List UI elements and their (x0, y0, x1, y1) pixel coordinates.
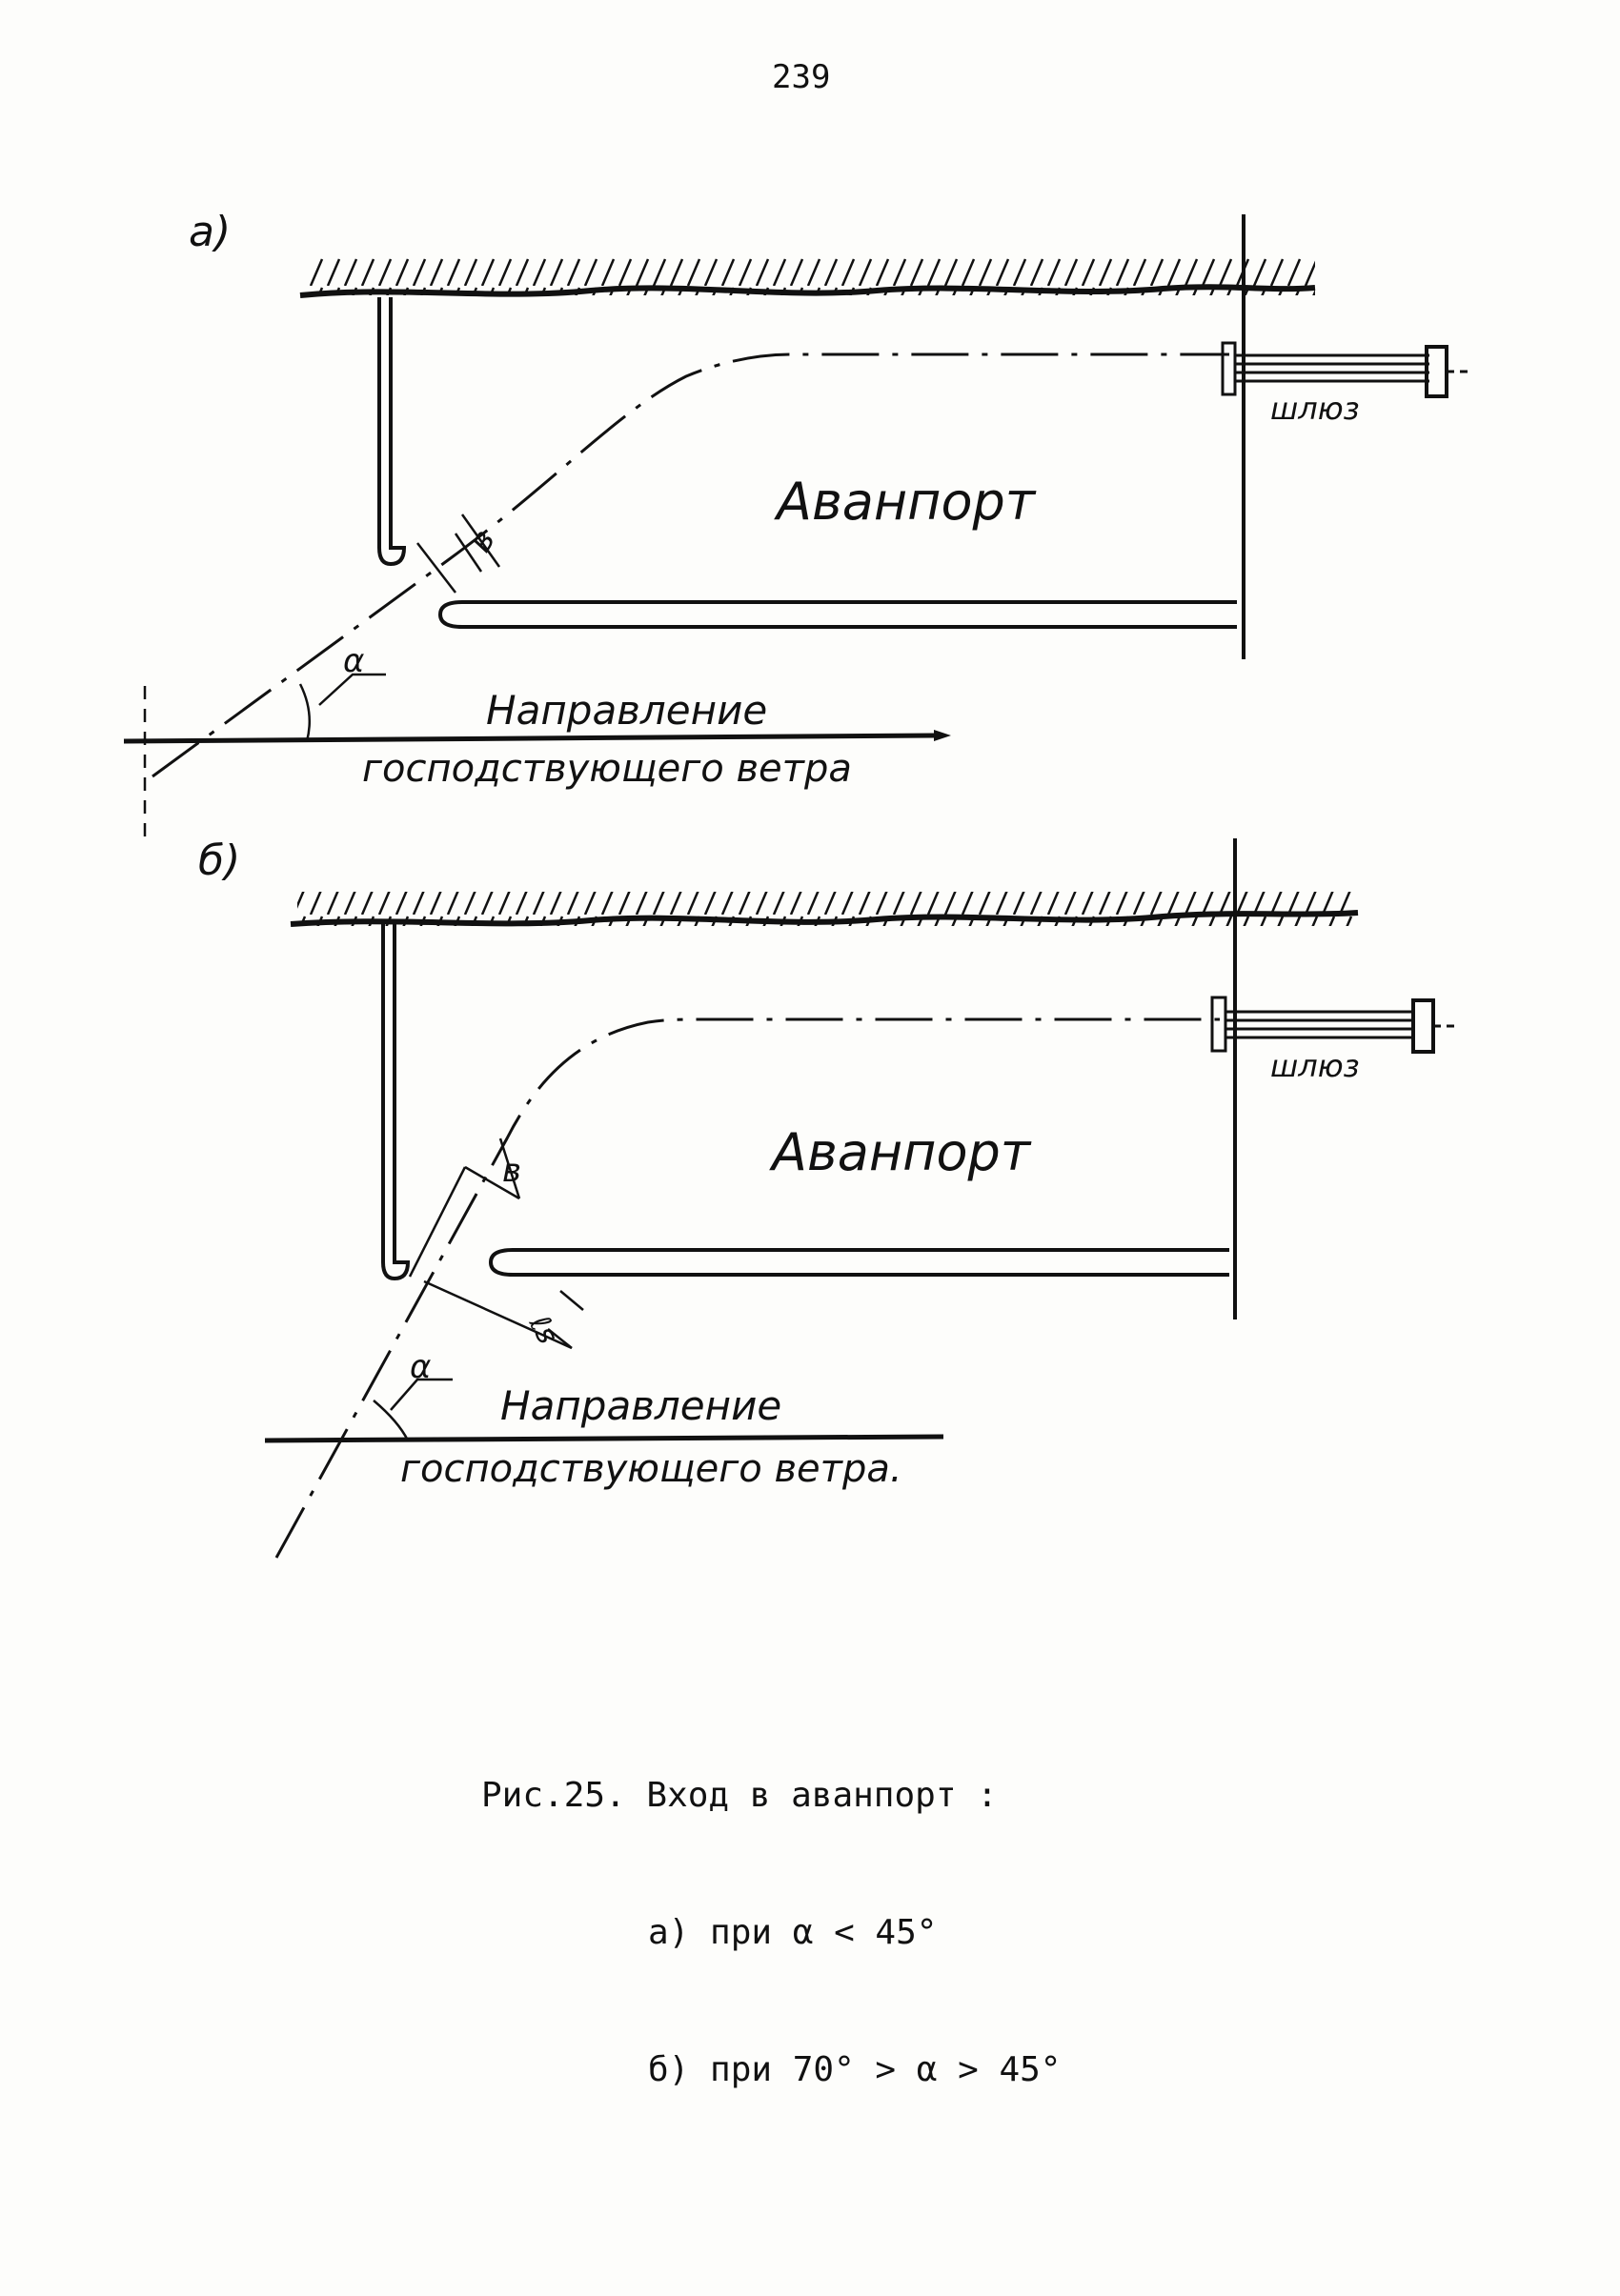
lock-gate-right (1425, 345, 1448, 398)
bottom-breakwater-b (488, 1248, 1229, 1277)
caption-line-b: б) при 70° > α > 45° (648, 2050, 1062, 2089)
left-breakwater (377, 297, 407, 567)
caption-line-a: а) при α < 45° (648, 1913, 938, 1952)
lock-gate-right-b (1411, 998, 1435, 1054)
ls-label-b: ℓs (521, 1309, 564, 1349)
angle-arc-b (373, 1400, 410, 1441)
avanport-label-a: Аванпорт (774, 472, 1037, 532)
figure-b: б) шлюз Аванпорт в ℓs (198, 836, 1456, 1559)
angle-arc-a (298, 683, 312, 742)
wind-label-b-line2: господствующего ветра. (400, 1447, 902, 1491)
figure-caption: Рис.25. Вход в аванпорт : а) при α < 45°… (481, 1682, 1061, 2139)
figure-b-label: б) (198, 836, 240, 885)
angle-label-b: α (410, 1348, 431, 1386)
lock-label-b: шлюз (1270, 1048, 1360, 1084)
shoreline (299, 284, 1316, 298)
lock-gate-left (1221, 341, 1237, 396)
figure-a-label: а) (189, 208, 231, 256)
bottom-breakwater (437, 600, 1237, 629)
gap-label-a: в (461, 523, 504, 559)
lock-label-a: шлюз (1270, 391, 1360, 427)
gap-dimension-b (408, 1166, 467, 1278)
caption-title: Рис.25. Вход в аванпорт : (481, 1776, 998, 1815)
wind-direction-line-b (264, 1434, 944, 1443)
wind-label-a-line1: Направление (486, 687, 767, 734)
ls-dimension-b (423, 1279, 573, 1350)
gap-dimension-a (416, 542, 456, 594)
wind-label-a-line2: господствующего ветра (362, 747, 852, 791)
lock-gate-left-b (1210, 996, 1227, 1053)
channel-axis-b (274, 1017, 1220, 1559)
left-breakwater-b (381, 922, 411, 1281)
page-number: 239 (772, 58, 830, 96)
wind-label-b-line1: Направление (500, 1382, 781, 1429)
gap-label-b: в (502, 1152, 521, 1190)
avanport-label-b: Аванпорт (769, 1122, 1032, 1182)
figure-a: а) шлюз Аванпорт в (123, 208, 1468, 838)
wind-direction-arrow-a (123, 733, 935, 744)
channel-axis (152, 352, 1229, 778)
shoreline-b (290, 910, 1359, 927)
angle-label-a: α (343, 642, 364, 680)
